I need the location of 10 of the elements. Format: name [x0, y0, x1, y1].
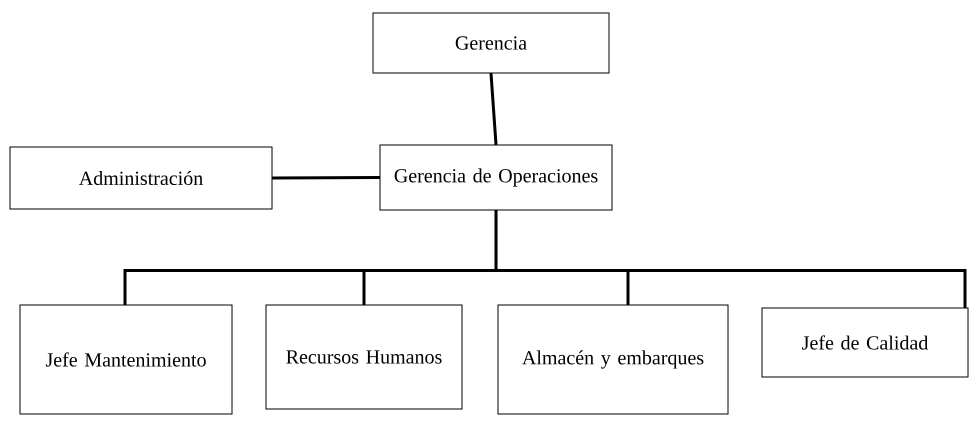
org-box: Administración: [10, 146, 272, 210]
org-box: Gerencia: [372, 12, 610, 74]
org-box: Recursos Humanos: [266, 304, 462, 410]
org-box: Jefe Mantenimiento: [20, 304, 232, 414]
connector-line: [494, 210, 966, 308]
connector-line: [272, 176, 380, 180]
connector-line: [490, 73, 498, 145]
org-box: Gerencia de Operaciones: [380, 144, 612, 210]
org-box: Jefe de Calidad: [762, 308, 968, 378]
org-box: Almacén y embarques: [498, 304, 728, 414]
